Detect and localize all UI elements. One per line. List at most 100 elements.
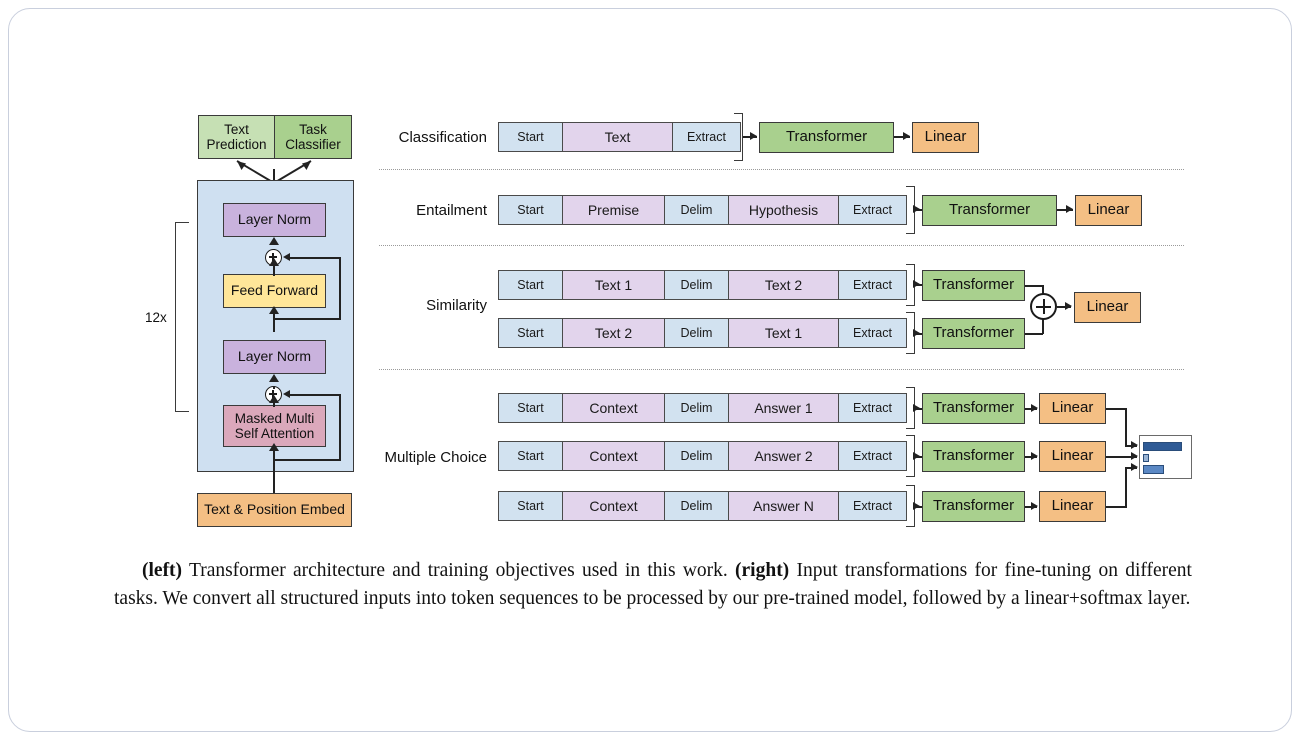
token-cell: Premise [563, 196, 665, 224]
token-row: Start Premise Delim Hypothesis Extract [498, 195, 907, 225]
mc-route-bot-h [1106, 506, 1127, 508]
task-label-classification: Classification [398, 129, 487, 146]
token-cell: Extract [839, 394, 906, 422]
token-cell: Answer N [729, 492, 839, 520]
ln-bottom-to-ff-arrow [269, 306, 279, 314]
attn-skip-hline-bottom [273, 459, 341, 461]
transformer-entailment: Transformer [922, 195, 1057, 226]
token-row: Start Text 1 Delim Text 2 Extract [498, 270, 907, 300]
linear-entailment: Linear [1075, 195, 1142, 226]
task-divider [379, 245, 1184, 246]
attn-skip-arrow [283, 390, 290, 398]
sim-merge-top-hline [1025, 285, 1043, 287]
token-cell: Delim [665, 442, 729, 470]
token-cell: Text 1 [729, 319, 839, 347]
token-cell: Extract [839, 271, 906, 299]
token-cell: Start [499, 271, 563, 299]
repeat-count-label: 12x [145, 310, 167, 325]
task-label-multiple-choice: Multiple Choice [384, 449, 487, 466]
text-position-embed: Text & Position Embed [197, 493, 352, 527]
bracket-to-transformer-arrow [913, 280, 920, 288]
task-label-similarity: Similarity [426, 297, 487, 314]
linear-similarity: Linear [1074, 292, 1141, 323]
ln-top-input-arrow [269, 237, 279, 245]
head-text-prediction: Text Prediction [198, 115, 275, 159]
linear-classification: Linear [912, 122, 979, 153]
mc-route-top-v [1125, 408, 1127, 446]
token-cell: Hypothesis [729, 196, 839, 224]
figure-canvas: Text Prediction Task Classifier 12x Laye… [9, 9, 1291, 731]
ff-skip-hline-bottom [273, 318, 341, 320]
sim-merge-bottom-hline [1025, 333, 1043, 335]
token-cell: Start [499, 394, 563, 422]
token-cell: Text 2 [729, 271, 839, 299]
linear-mc-2: Linear [1039, 441, 1106, 472]
mc-route-top-h [1106, 408, 1127, 410]
embed-to-attn-line [273, 449, 275, 493]
caption-bold-right: (right) [735, 560, 790, 581]
ff-to-add-arrow [269, 258, 279, 266]
caption-text-1: Transformer architecture and training ob… [182, 560, 736, 581]
mc-route-top-arrow [1131, 441, 1138, 449]
transformer-to-linear-arrow [1031, 404, 1038, 412]
task-label-entailment: Entailment [416, 202, 487, 219]
token-cell: Extract [839, 492, 906, 520]
head-task-classifier: Task Classifier [274, 115, 352, 159]
softmax-bar [1143, 465, 1164, 474]
softmax-bar [1143, 442, 1182, 451]
token-row: Start Context Delim Answer N Extract [498, 491, 907, 521]
embed-to-attn-arrow [269, 443, 279, 451]
token-cell: Text [563, 123, 673, 151]
block-top-stem [273, 169, 275, 183]
transformer-similarity-a: Transformer [922, 270, 1025, 301]
mc-route-bot-arrow [1131, 463, 1138, 471]
ln-bottom-input-arrow [269, 374, 279, 382]
attn-to-add-arrow [269, 395, 279, 403]
masked-multi-self-attention: Masked Multi Self Attention [223, 405, 326, 447]
transformer-similarity-b: Transformer [922, 318, 1025, 349]
attn-to-add-line [273, 403, 275, 407]
ln-bottom-to-ff-line [273, 310, 275, 332]
transformer-mc-2: Transformer [922, 441, 1025, 472]
transformer-to-linear-line [1057, 209, 1073, 211]
token-cell: Context [563, 442, 665, 470]
ff-skip-hline-top [290, 257, 341, 259]
token-row: Start Text 2 Delim Text 1 Extract [498, 318, 907, 348]
token-cell: Delim [665, 196, 729, 224]
token-row: Start Text Extract [498, 122, 741, 152]
head-split-arrows [236, 160, 312, 184]
token-cell: Start [499, 196, 563, 224]
token-cell: Delim [665, 319, 729, 347]
mc-route-mid-h [1106, 456, 1137, 458]
token-cell: Start [499, 123, 563, 151]
transformer-to-linear-arrow [1031, 502, 1038, 510]
token-cell: Answer 2 [729, 442, 839, 470]
token-row: Start Context Delim Answer 2 Extract [498, 441, 907, 471]
token-cell: Delim [665, 492, 729, 520]
ln-bottom-input-line [273, 386, 275, 389]
mc-route-bot-v [1125, 467, 1127, 507]
similarity-add [1030, 293, 1057, 320]
figure-caption: (left) Transformer architecture and trai… [114, 557, 1192, 612]
token-cell: Extract [839, 442, 906, 470]
row-bracket [734, 113, 743, 161]
bracket-to-transformer-arrow [913, 205, 920, 213]
caption-bold-left: (left) [142, 560, 183, 581]
token-cell: Answer 1 [729, 394, 839, 422]
linear-mc-3: Linear [1039, 491, 1106, 522]
token-cell: Start [499, 319, 563, 347]
attn-skip-vline [339, 394, 341, 461]
bracket-to-transformer-arrow [913, 404, 920, 412]
ff-skip-vline [339, 257, 341, 320]
token-row: Start Context Delim Answer 1 Extract [498, 393, 907, 423]
token-cell: Text 1 [563, 271, 665, 299]
feed-forward: Feed Forward [223, 274, 326, 308]
softmax-bar [1143, 454, 1149, 462]
transformer-to-linear-line [894, 136, 910, 138]
sim-add-to-linear-line [1057, 306, 1071, 308]
bracket-to-transformer-arrow [913, 329, 920, 337]
bracket-to-transformer-arrow [913, 502, 920, 510]
layer-norm-bottom: Layer Norm [223, 340, 326, 374]
sim-add-to-linear-arrow [1065, 302, 1072, 310]
token-cell: Delim [665, 271, 729, 299]
